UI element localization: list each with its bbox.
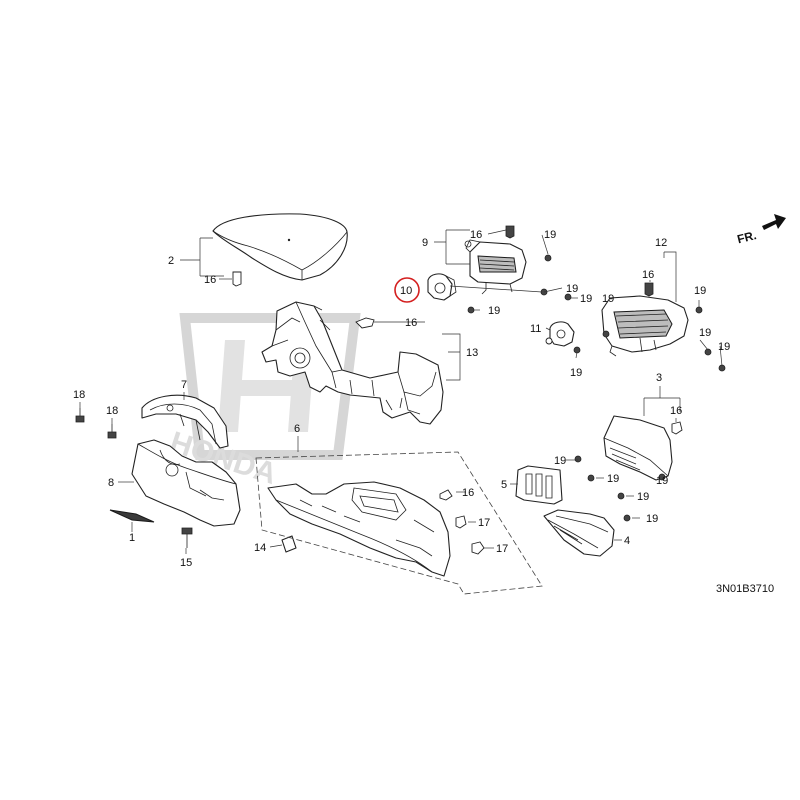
part-10-vent-knob [427, 273, 457, 301]
callout-8[interactable]: 8 [108, 477, 114, 489]
part-16-clip-f [439, 489, 453, 501]
callout-16-side-trim-clip[interactable]: 16 [670, 405, 682, 417]
callout-19-j[interactable]: 19 [554, 455, 566, 467]
front-arrow-icon [762, 214, 786, 230]
part-6-lower-dash-panel [255, 451, 543, 595]
callout-3[interactable]: 3 [656, 372, 662, 384]
part-15-bolt [181, 527, 193, 548]
leader-lines [79, 229, 723, 554]
front-direction-indicator: FR. [736, 214, 786, 246]
highlight-circle-part-10 [394, 277, 420, 303]
part-1-pad [109, 509, 155, 523]
callout-19-m[interactable]: 19 [646, 513, 658, 525]
callout-19-i[interactable]: 19 [718, 341, 730, 353]
part-9-air-vent-left [464, 239, 527, 295]
part-16-clip-b [355, 317, 375, 329]
part-5-switch-bracket [515, 465, 563, 505]
callout-16-vent-clip[interactable]: 16 [470, 229, 482, 241]
callout-1[interactable]: 1 [129, 532, 135, 544]
part-18-screw-a [75, 408, 85, 423]
callout-19-g[interactable]: 19 [694, 285, 706, 297]
callout-19-l[interactable]: 19 [637, 491, 649, 503]
callout-16-right-vent-clip[interactable]: 16 [642, 269, 654, 281]
callout-10[interactable]: 10 [400, 285, 412, 297]
callout-19-h[interactable]: 19 [699, 327, 711, 339]
callout-19-f[interactable]: 19 [602, 293, 614, 305]
callout-14[interactable]: 14 [254, 542, 266, 554]
part-11-vent-knob [545, 321, 575, 347]
part-2-armrest-lid [212, 213, 348, 281]
part-16-clip-e [671, 421, 683, 435]
callout-19-a[interactable]: 19 [544, 229, 556, 241]
part-16-clip-d [644, 282, 654, 297]
callout-16-panel-clip[interactable]: 16 [462, 487, 474, 499]
callout-18-left[interactable]: 18 [73, 389, 85, 401]
callout-13[interactable]: 13 [466, 347, 478, 359]
part-8-lower-column-cover [131, 439, 241, 527]
callout-16-armrest-clip[interactable]: 16 [204, 274, 216, 286]
callout-9[interactable]: 9 [422, 237, 428, 249]
front-arrow-label: FR. [736, 228, 758, 246]
callout-12[interactable]: 12 [655, 237, 667, 249]
part-17-clip-a [455, 515, 467, 529]
part-4-lower-cover [543, 509, 615, 557]
callout-7[interactable]: 7 [181, 379, 187, 391]
callout-11[interactable]: 11 [530, 323, 541, 335]
part-16-clip-a [232, 271, 242, 287]
callout-19-k[interactable]: 19 [607, 473, 619, 485]
part-16-clip-c [505, 225, 515, 239]
part-7-upper-column-cover [141, 394, 229, 449]
callout-19-n[interactable]: 19 [656, 475, 668, 487]
callout-19-b[interactable]: 19 [566, 283, 578, 295]
callout-17-lower[interactable]: 17 [496, 543, 508, 555]
callout-labels: 1 2 3 4 5 6 7 8 9 10 11 12 13 14 15 16 1… [73, 229, 730, 569]
callout-19-e[interactable]: 19 [570, 367, 582, 379]
callout-19-d[interactable]: 19 [488, 305, 500, 317]
callout-6[interactable]: 6 [294, 423, 300, 435]
callout-19-c[interactable]: 19 [580, 293, 592, 305]
part-3-side-trim [603, 415, 673, 481]
part-14-clip [281, 535, 297, 553]
callout-5[interactable]: 5 [501, 479, 507, 491]
callout-16-console-clip[interactable]: 16 [405, 317, 417, 329]
callout-2[interactable]: 2 [168, 255, 174, 267]
part-19-screws [467, 254, 726, 522]
callout-4[interactable]: 4 [624, 535, 630, 547]
callout-17-upper[interactable]: 17 [478, 517, 490, 529]
part-12-air-vent-right [601, 295, 689, 357]
part-17-clip-b [471, 541, 485, 555]
callout-15[interactable]: 15 [180, 557, 192, 569]
part-18-screw-b [107, 424, 117, 439]
diagram-reference-code: 3N01B3710 [716, 583, 774, 595]
callout-18-right[interactable]: 18 [106, 405, 118, 417]
part-13-console-frame [261, 301, 444, 425]
